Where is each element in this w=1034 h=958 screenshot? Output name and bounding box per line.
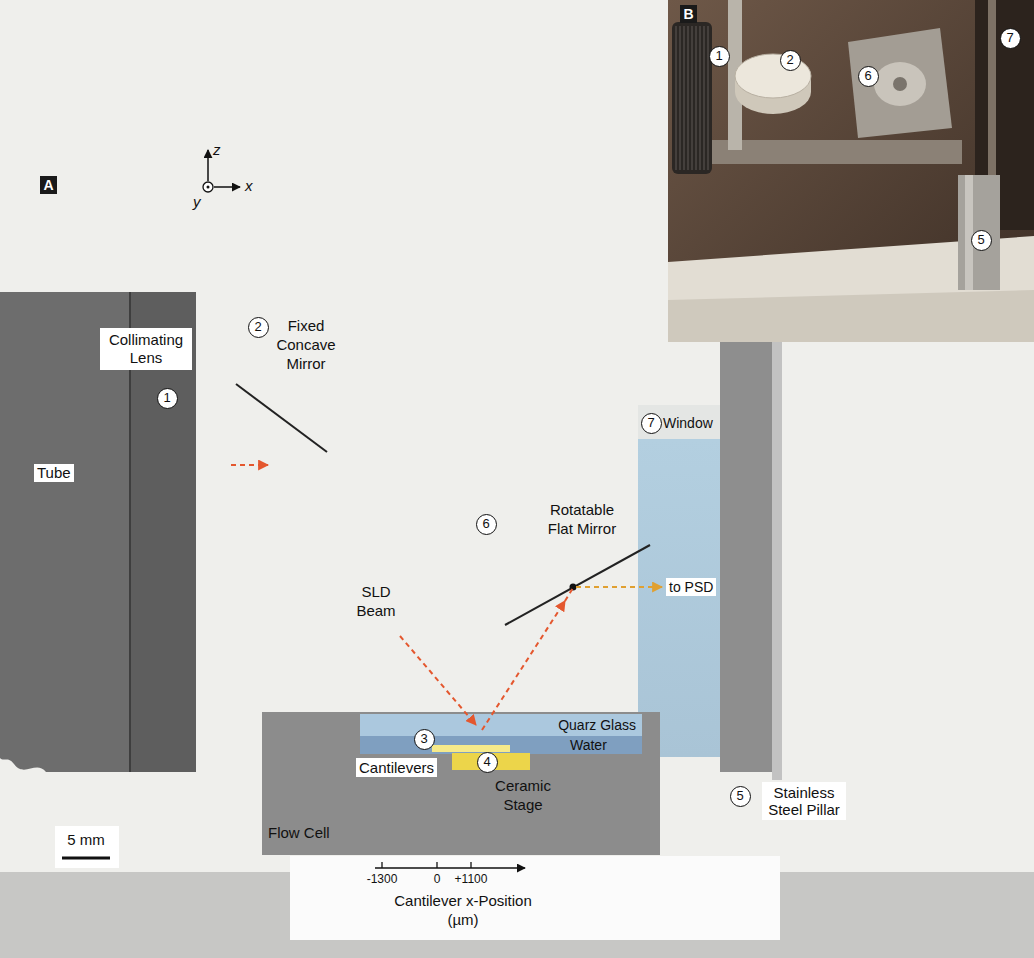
photo [672, 22, 712, 174]
photo [958, 175, 1000, 290]
node-label: to PSD [666, 578, 716, 596]
axis-title: Cantilever x-Position (µm) [381, 891, 546, 929]
cantilever [432, 745, 510, 752]
light-beam [231, 465, 662, 730]
callout-number: 3 [414, 729, 435, 750]
photo [874, 62, 926, 106]
collimating-lens: Collimating Lens [100, 328, 192, 370]
flat-mirror [570, 584, 577, 591]
tube-outline [0, 292, 196, 772]
photo [668, 0, 1034, 342]
flat-mirror [505, 545, 650, 625]
flow-cell: Flow Cell Quarz GlassWater [262, 712, 660, 855]
concave-mirror [236, 384, 327, 452]
tick-label: -1300 [357, 872, 407, 886]
position-axis [375, 867, 525, 868]
side-panel [772, 340, 782, 780]
callout-number: 7 [1000, 28, 1021, 49]
dimension-label: 5 mm [56, 830, 116, 849]
node-label: Quarz Glass [558, 716, 636, 734]
axis-icon [214, 186, 240, 188]
callout-number: 1 [157, 388, 178, 409]
axis-label: y [193, 192, 201, 211]
axis-icon [203, 182, 213, 192]
callout-number: 6 [476, 514, 497, 535]
light-beam [565, 588, 573, 601]
axis-icon [207, 186, 210, 189]
axis-icon [207, 150, 209, 181]
node-label: Flow Cell [268, 824, 330, 842]
callout-number: 4 [477, 752, 498, 773]
callout-number: 2 [780, 50, 801, 71]
node-label: Tube [34, 464, 74, 482]
side-panel [720, 340, 782, 780]
scale-bar [62, 857, 110, 860]
photo [676, 26, 708, 170]
bottom-band [290, 856, 780, 940]
part-label: Ceramic Stage [488, 776, 558, 814]
steel-pillar: Stainless Steel Pillar [762, 782, 846, 820]
light-beam [231, 464, 268, 466]
concave-mirror [236, 384, 327, 452]
photo [965, 175, 973, 290]
bottom-band [0, 856, 1034, 958]
node-label: Collimating Lens [105, 331, 187, 367]
position-axis [381, 862, 382, 868]
axis-label: x [245, 176, 253, 195]
callout-number: 1 [709, 46, 730, 67]
scale-bar [62, 858, 110, 859]
callout-number: 5 [730, 786, 751, 807]
node-label: Window [663, 414, 713, 432]
part-label: SLD Beam [350, 582, 402, 620]
panel-letter: B [680, 5, 697, 23]
photo [668, 290, 1034, 342]
callout-number: 7 [641, 413, 662, 434]
scale-box [55, 826, 119, 868]
part-label: Fixed Concave Mirror [266, 316, 346, 373]
flat-mirror [505, 545, 650, 625]
part-label: Rotatable Flat Mirror [540, 500, 624, 538]
photo [893, 77, 907, 91]
callout-number: 6 [858, 66, 879, 87]
tube: Tube Collimating Lens [0, 292, 196, 772]
callout-number: 5 [971, 230, 992, 251]
callout-number: 2 [248, 317, 269, 338]
side-panel [720, 340, 772, 772]
scale-box [55, 826, 119, 868]
tick-label: 0 [427, 872, 447, 886]
node-label: Stainless Steel Pillar [768, 784, 840, 818]
light-beam [400, 636, 476, 725]
tick-label: +1100 [446, 872, 496, 886]
window: Window to PSD [638, 405, 720, 757]
light-beam [482, 601, 565, 730]
quartz-glass-layer: Quarz Glass [360, 714, 642, 736]
part-label: Cantilevers [356, 758, 437, 777]
panel-letter: A [40, 176, 57, 194]
light-beam [576, 586, 662, 588]
photo [668, 0, 1034, 342]
position-axis [375, 862, 525, 868]
position-axis [436, 862, 437, 868]
axis-label: z [213, 140, 221, 159]
photo [712, 140, 962, 164]
node-label: Water [570, 736, 607, 754]
position-axis [470, 862, 471, 868]
axis-icon [203, 150, 240, 192]
photo [848, 28, 952, 138]
